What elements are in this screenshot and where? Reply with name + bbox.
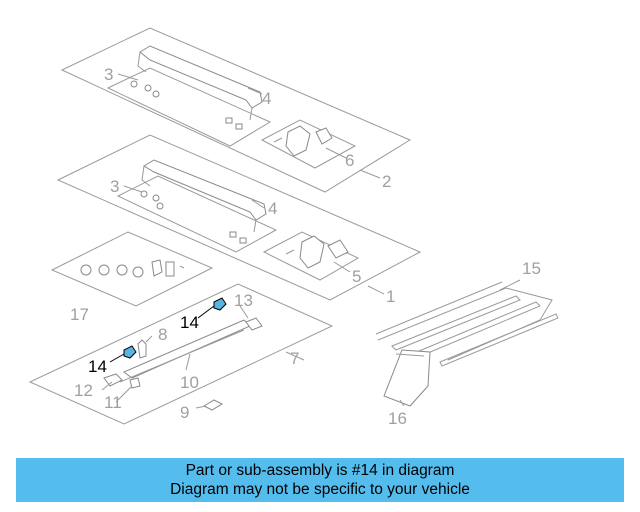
clip-14-lower: [123, 345, 137, 359]
callout-5: 5: [352, 267, 361, 286]
callout-3-top: 3: [104, 65, 113, 84]
callout-14-lower: 14: [88, 357, 107, 376]
callout-10: 10: [180, 373, 199, 392]
callout-6: 6: [345, 151, 354, 170]
banner-line-disclaimer: Diagram may not be specific to your vehi…: [170, 481, 470, 498]
tray-clips: [50, 231, 214, 307]
callout-2: 2: [382, 172, 391, 191]
panel-top: [60, 27, 412, 193]
callout-9: 9: [180, 403, 189, 422]
panel-middle: [56, 134, 422, 301]
moldings: [375, 279, 559, 407]
callout-4-middle: 4: [268, 199, 277, 218]
callout-16: 16: [388, 409, 407, 428]
callout-14-upper: 14: [180, 313, 199, 332]
callout-1: 1: [386, 287, 395, 306]
callout-8: 8: [158, 325, 167, 344]
clip-14-upper: [213, 297, 227, 311]
callout-13: 13: [234, 291, 253, 310]
parts-diagram: 3 4 6 2 3 4 5 1 17 13 14 8 7 14 10 12 11…: [28, 27, 559, 428]
callout-3-middle: 3: [110, 177, 119, 196]
callout-7: 7: [290, 349, 299, 368]
panel-bottom: [28, 283, 334, 425]
info-banner: Part or sub-assembly is #14 in diagram D…: [16, 458, 624, 502]
callout-17: 17: [70, 305, 89, 324]
callout-11: 11: [104, 393, 122, 412]
callout-15: 15: [522, 259, 541, 278]
banner-line-part: Part or sub-assembly is #14 in diagram: [185, 462, 455, 479]
callout-12: 12: [74, 381, 93, 400]
callout-4-top: 4: [262, 89, 271, 108]
